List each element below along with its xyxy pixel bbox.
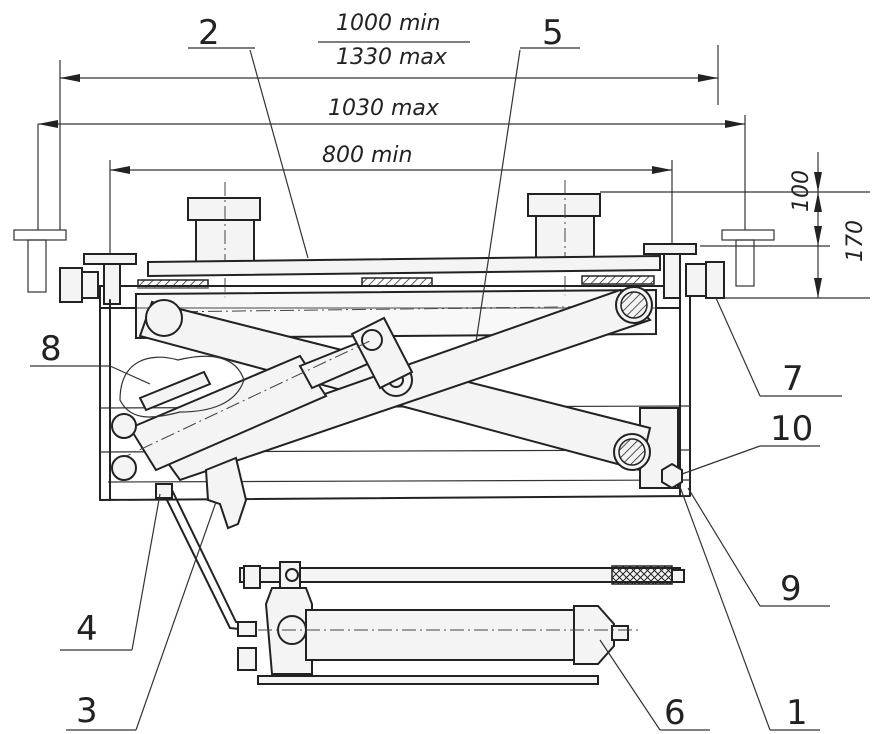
callout-6: 6 (664, 693, 686, 733)
dimension-lines (37, 41, 870, 299)
handle-detail (111, 355, 245, 481)
callout-3: 3 (76, 691, 98, 731)
end-clamp-left (59, 253, 137, 305)
callout-leaders (30, 47, 842, 731)
lower-bracket (204, 456, 248, 530)
dim-170: 170 (843, 220, 868, 262)
dim-800-min: 800 min (322, 143, 412, 168)
callout-9: 9 (780, 569, 802, 609)
dim-1030-max: 1030 max (328, 96, 440, 121)
foot-pump (237, 561, 685, 685)
plate-boss-left (187, 182, 261, 300)
nut-9 (661, 462, 683, 490)
pivot-lower-right (613, 433, 651, 471)
extended-clamp-left (13, 229, 67, 293)
callout-8: 8 (40, 329, 62, 369)
hydraulic-cylinder (117, 316, 414, 472)
callout-4: 4 (76, 609, 98, 649)
end-clamp-right (643, 243, 725, 299)
callout-7: 7 (782, 359, 804, 399)
plate-boss-right (527, 180, 601, 300)
callout-2: 2 (198, 13, 220, 53)
callout-10: 10 (770, 409, 813, 449)
extended-clamp-right (721, 229, 775, 287)
dim-100: 100 (789, 170, 814, 212)
callout-5: 5 (542, 13, 564, 53)
dim-1000-min: 1000 min (336, 11, 440, 36)
callout-1: 1 (786, 693, 808, 733)
pivot-upper-right (615, 286, 653, 324)
dim-1330-max: 1330 max (336, 45, 448, 70)
